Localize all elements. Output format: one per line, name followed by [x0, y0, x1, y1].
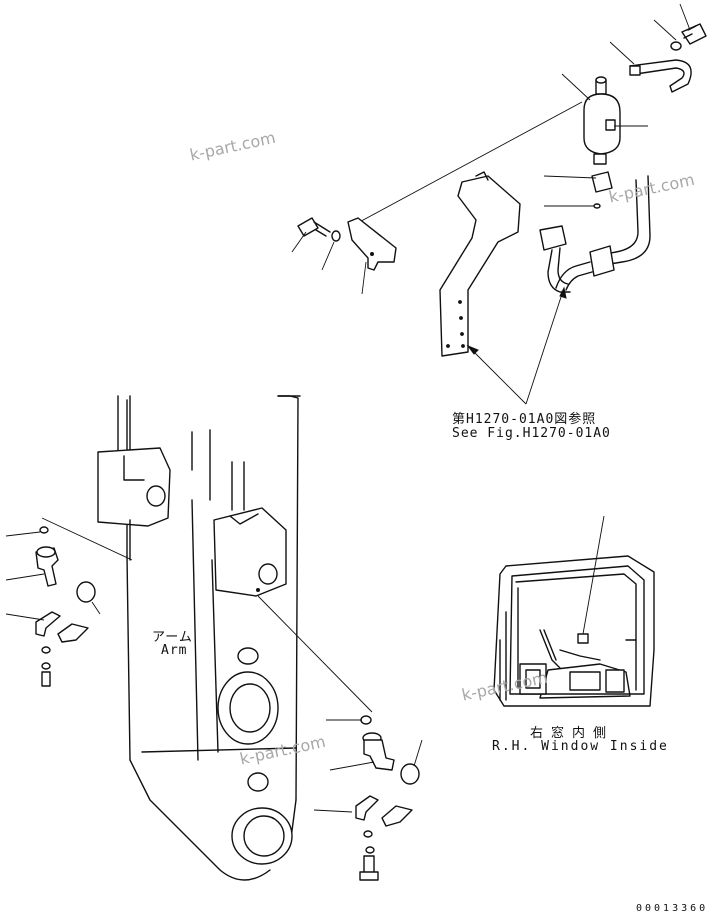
arm-label-en: Arm	[161, 643, 188, 658]
window-label-en: R.H. Window Inside	[492, 739, 669, 754]
clamp-band	[609, 41, 692, 93]
reference-note-en: See Fig.H1270-01A0	[452, 426, 611, 441]
window-inset	[493, 515, 655, 707]
mounting-bracket	[439, 171, 521, 357]
fitting-set-right	[313, 715, 423, 881]
lamp-bracket-left	[97, 395, 171, 561]
window-label-jp: 右窓内側	[530, 726, 615, 741]
cab-window-frame	[493, 555, 655, 707]
bolt-bracket	[291, 217, 331, 253]
hose	[539, 175, 651, 293]
elbow-fitting-small	[543, 171, 613, 193]
reference-note-jp: 第H1270-01A0図参照	[452, 412, 597, 427]
drawing-code: 00013360	[636, 903, 709, 914]
accumulator	[561, 73, 648, 165]
o-ring-small	[593, 203, 601, 209]
washer-bracket	[331, 230, 341, 242]
plate-bracket	[347, 217, 397, 295]
arm-assembly	[5, 395, 423, 881]
washer-top	[670, 41, 682, 51]
accumulator-assembly	[291, 3, 707, 405]
arm-label-jp: アーム	[152, 630, 193, 645]
bolt-top	[679, 3, 707, 45]
lamp-bracket-center	[213, 461, 373, 713]
fitting-set-left	[5, 517, 133, 687]
window-label-plate	[577, 633, 589, 644]
